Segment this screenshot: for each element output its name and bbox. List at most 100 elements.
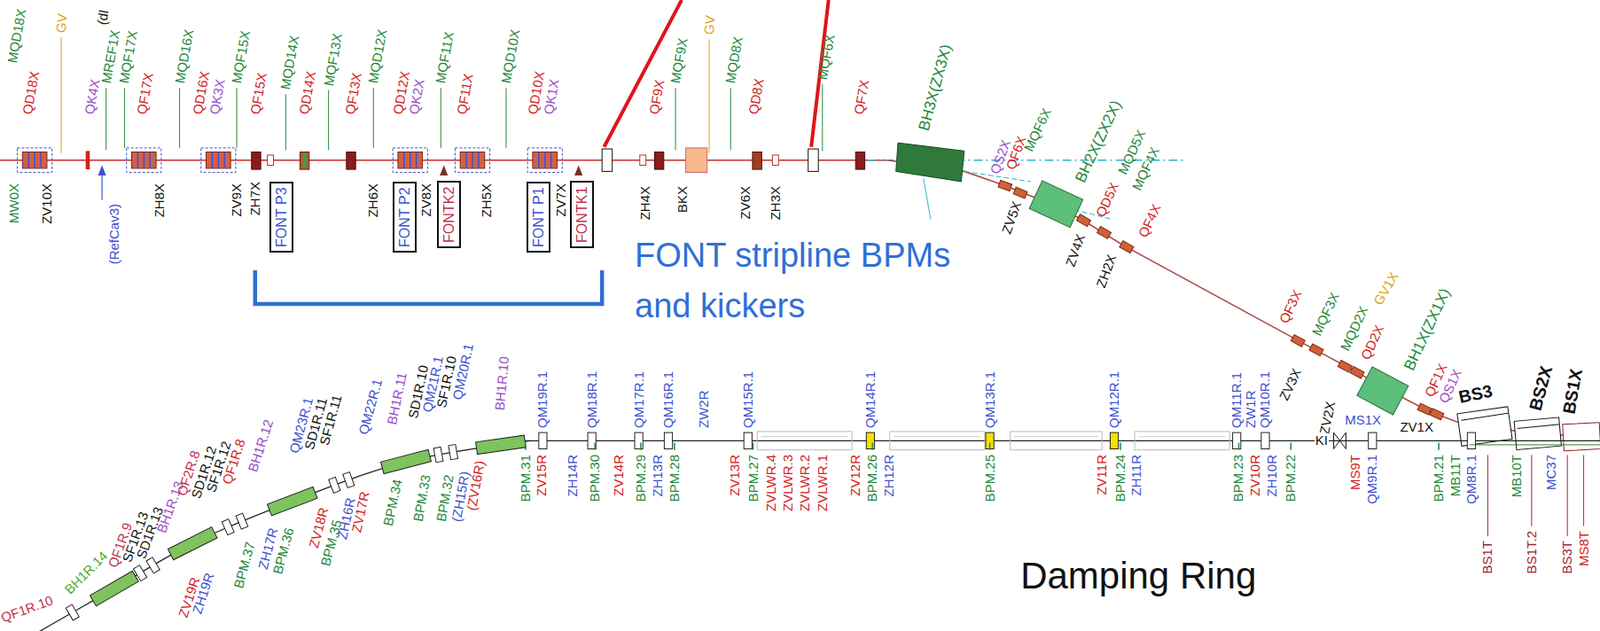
element-label: QD8X	[745, 77, 766, 116]
element-label: QD2X	[1358, 323, 1388, 363]
element-label: QF4X	[1136, 202, 1165, 240]
element-label: QF11X	[454, 72, 477, 117]
element-label: QM13R.1	[982, 371, 998, 429]
corrector	[267, 155, 274, 166]
element-label: MS9T	[1347, 454, 1363, 491]
element-label: QM16R.1	[661, 371, 677, 429]
element-label: MQD8X	[723, 35, 747, 85]
element-label: BH1R.12	[246, 417, 278, 474]
bpm-tick	[640, 443, 642, 451]
element-label: BPM.37	[231, 540, 258, 591]
element-label: BPM.29	[633, 454, 649, 502]
element-label: ZV4X	[1063, 232, 1089, 269]
element-label: BH1R.11	[384, 371, 411, 427]
element-label: QM22R.1	[356, 377, 386, 437]
ring-dipole	[90, 570, 140, 607]
quadrupole	[251, 152, 261, 171]
ring-quadrupole	[343, 472, 355, 489]
device-name: FONT P1	[530, 187, 547, 248]
element-label: MW0X	[7, 183, 23, 224]
window-box	[601, 148, 613, 172]
bpm-tick	[752, 443, 755, 451]
ring-quadrupole	[448, 444, 459, 461]
quadrupole	[1077, 214, 1092, 227]
wiggler-line	[1014, 436, 1098, 438]
element-label: ZV6X	[738, 186, 754, 220]
element-label: BPM.22	[1283, 454, 1299, 502]
element-label: ZH4X	[637, 186, 653, 220]
quadrupole	[1119, 241, 1134, 254]
ring-quadrupole	[146, 557, 160, 574]
leader-line	[179, 87, 180, 149]
element-label: GV	[54, 13, 71, 34]
quad-stripe	[403, 152, 406, 169]
element-label: MQD18X	[5, 7, 30, 65]
septum-bs1x	[1562, 422, 1600, 452]
element-label: BH1X(ZX1X)	[1400, 285, 1453, 374]
element-label: ZV14R	[610, 454, 626, 497]
leader-line	[1530, 454, 1532, 526]
element-label: ZH12R	[881, 454, 897, 498]
leader-line	[105, 87, 107, 150]
bpm-tick	[1119, 443, 1122, 451]
ring-dipole	[267, 486, 319, 516]
quad-stripe	[143, 152, 146, 169]
ring-quadrupole	[663, 432, 672, 449]
quadrupole	[855, 152, 865, 171]
quad-stripe	[471, 152, 474, 169]
element-label: MB10T	[1508, 454, 1524, 498]
bpm-tick	[1289, 443, 1292, 451]
element-label: QM9R.1	[1365, 454, 1381, 505]
element-label: ZV10X	[39, 183, 55, 225]
dipole-bh3x	[896, 142, 965, 182]
leader-line	[327, 90, 329, 151]
element-label: BPM.34	[381, 477, 406, 528]
wiggler-box	[757, 431, 852, 451]
element-label: BPM.30	[587, 454, 603, 502]
quadrupole	[1309, 343, 1324, 357]
leader-line	[709, 39, 711, 154]
element-label: MQF6X	[1022, 106, 1055, 155]
element-label: ZV11R	[1094, 454, 1110, 496]
device-name: FONTK1	[573, 187, 591, 244]
ring-quadrupole	[743, 432, 752, 449]
septum-inner	[1517, 424, 1560, 430]
wiggler-box	[889, 431, 985, 451]
element-label: ZH11R	[1129, 454, 1145, 496]
quad-stripe	[137, 152, 140, 169]
element-label: BH3X(ZX3X)	[915, 42, 955, 133]
ring-dipole	[476, 435, 527, 454]
element-label: ZW2R	[696, 390, 712, 430]
element-label: ZH14R	[565, 454, 581, 498]
ring-quadrupole	[1261, 432, 1270, 449]
ring-quadrupole	[1467, 432, 1476, 449]
element-label: BH1R.10	[492, 355, 513, 411]
element-label: ZVLWR.2	[797, 454, 813, 512]
marker-arrow	[439, 164, 448, 176]
element-label: MQF9X	[668, 37, 691, 86]
element-label: QF9X	[647, 78, 668, 116]
ring-quadrupole	[433, 446, 444, 462]
leader-line	[675, 87, 677, 150]
bpm-tick	[989, 443, 992, 451]
element-label: ZH2X	[1093, 252, 1120, 290]
font-device-box: FONTK2	[437, 181, 461, 250]
element-label: QF13X	[343, 71, 366, 117]
leader-line	[730, 87, 732, 150]
quad-stripe	[211, 152, 214, 169]
element-label: QK4X	[82, 78, 103, 116]
element-label: BS1T	[1480, 540, 1496, 575]
element-label: QD14X	[296, 70, 320, 116]
ring-quadrupole	[1368, 432, 1377, 449]
quad-group-box	[527, 148, 562, 173]
quadrupole	[131, 152, 157, 169]
quadrupole	[22, 152, 47, 169]
element-label: BPM.27	[745, 454, 761, 502]
leader-line	[236, 87, 238, 149]
font-device-box: FONTK1	[569, 181, 594, 250]
element-label: ZVLWR.3	[780, 454, 796, 512]
element-label: ZH7X	[248, 181, 264, 216]
ring-straight	[520, 440, 1600, 442]
element-label: ZVLWR.4	[764, 454, 780, 512]
leader-line	[1583, 454, 1585, 526]
